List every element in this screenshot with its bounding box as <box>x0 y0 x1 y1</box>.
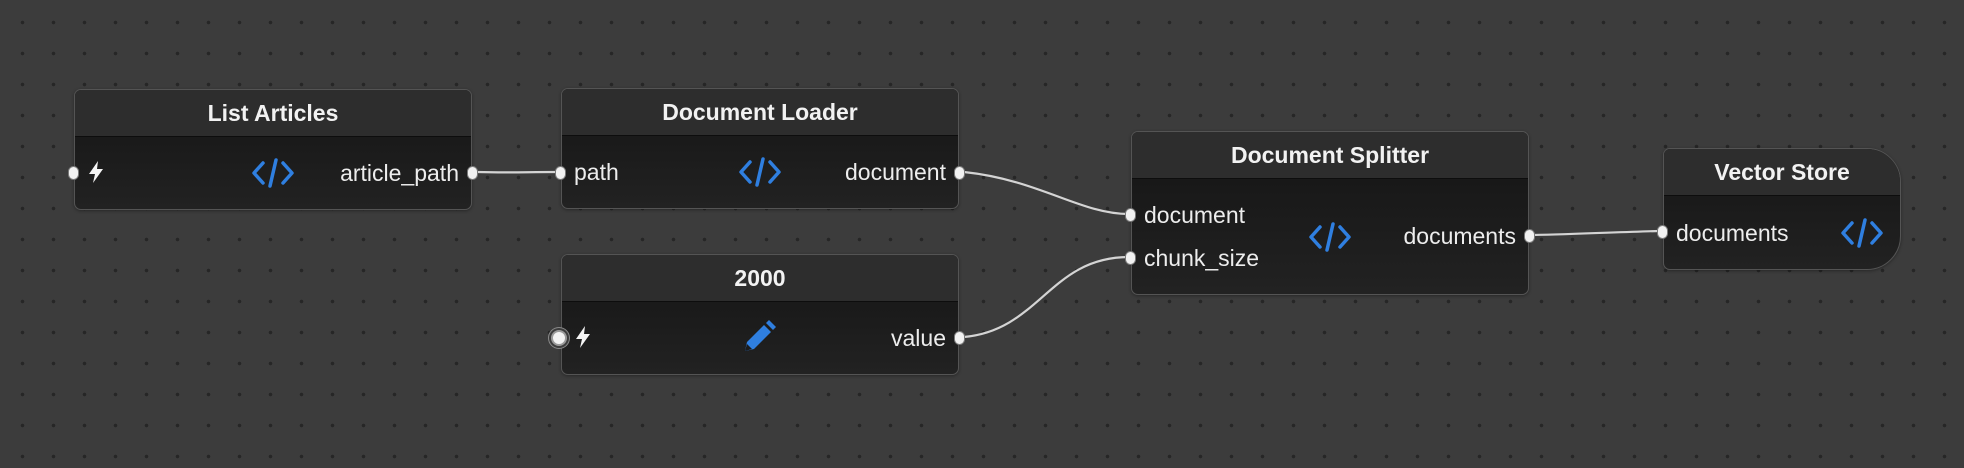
wire-document-to-document[interactable] <box>963 170 1130 216</box>
node-title: Document Splitter <box>1132 132 1528 179</box>
output-label-documents: documents <box>1403 223 1516 249</box>
node-list-articles[interactable]: List Articles article_path <box>68 89 478 210</box>
output-port-document[interactable] <box>954 166 965 180</box>
pencil-icon[interactable] <box>741 319 777 355</box>
output-port-article-path[interactable] <box>467 166 478 180</box>
node-title: List Articles <box>75 90 471 137</box>
output-label-article-path: article_path <box>340 160 459 186</box>
node-title: Vector Store <box>1664 149 1900 196</box>
code-brackets-icon[interactable] <box>1840 217 1884 249</box>
input-label-documents: documents <box>1676 220 1789 246</box>
node-vector-store[interactable]: Vector Store documents <box>1657 148 1901 270</box>
output-label-document: document <box>844 159 946 185</box>
input-port-chunk-size[interactable] <box>1125 251 1136 265</box>
input-port-trigger[interactable] <box>551 330 567 346</box>
wire-documents-to-documents[interactable] <box>1532 229 1660 237</box>
output-label-value: value <box>891 325 946 351</box>
lightning-bolt-icon[interactable] <box>86 160 106 184</box>
input-label-path: path <box>574 159 619 185</box>
node-title: 2000 <box>562 255 958 302</box>
wire-value-to-chunk-size[interactable] <box>963 255 1130 339</box>
node-document-splitter[interactable]: Document Splitter document chunk_size do… <box>1125 131 1535 295</box>
code-brackets-icon[interactable] <box>251 157 295 189</box>
output-port-documents[interactable] <box>1524 229 1535 243</box>
node-title: Document Loader <box>562 89 958 136</box>
output-port-value[interactable] <box>954 331 965 345</box>
input-port-path[interactable] <box>555 166 566 180</box>
input-port-documents[interactable] <box>1657 225 1668 239</box>
input-port-document[interactable] <box>1125 208 1136 222</box>
lightning-bolt-icon[interactable] <box>573 325 593 349</box>
node-constant-2000[interactable]: 2000 value <box>551 254 965 375</box>
code-brackets-icon[interactable] <box>738 156 782 188</box>
node-document-loader[interactable]: Document Loader path document <box>555 88 965 209</box>
input-port-trigger[interactable] <box>68 166 79 180</box>
input-label-document: document <box>1144 202 1246 228</box>
input-label-chunk-size: chunk_size <box>1144 245 1260 271</box>
code-brackets-icon[interactable] <box>1308 221 1352 253</box>
